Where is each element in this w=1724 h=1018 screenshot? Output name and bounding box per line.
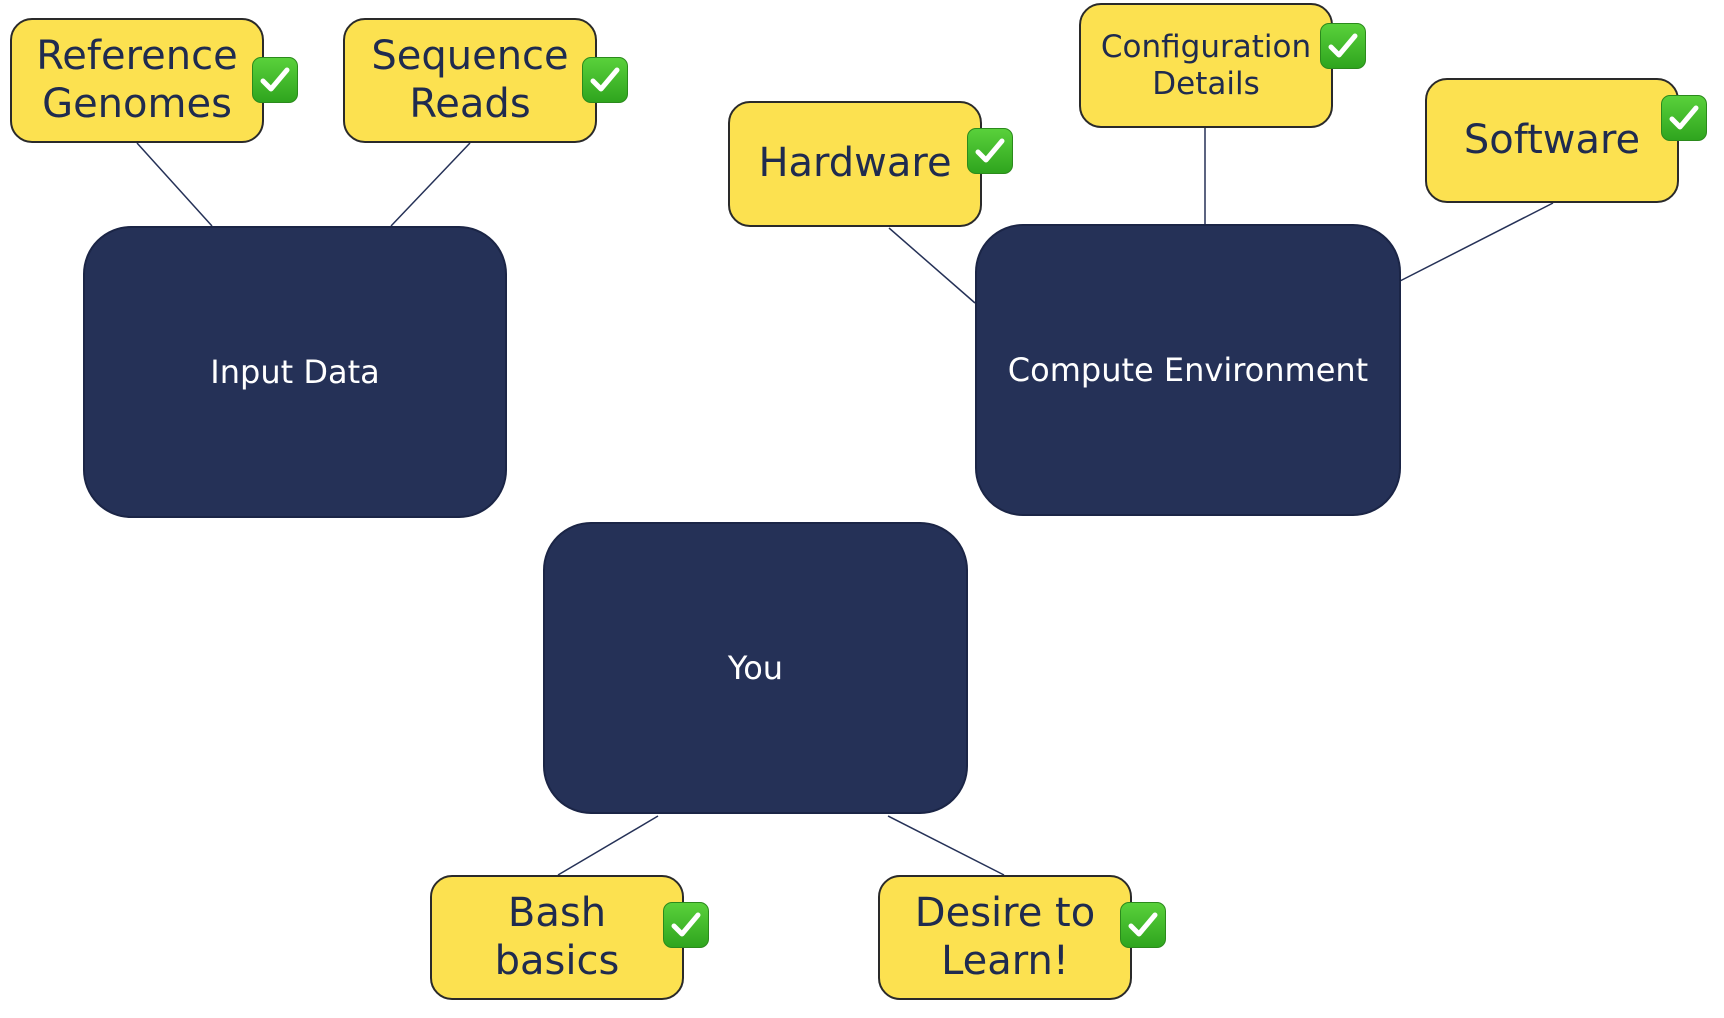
connector-sequence-reads bbox=[390, 142, 471, 227]
desire-to-learn-label: Desire to Learn! bbox=[914, 890, 1096, 984]
input-data-box: Input Data bbox=[83, 226, 507, 518]
check-mark-icon bbox=[252, 57, 298, 103]
compute-environment-box: Compute Environment bbox=[975, 224, 1401, 516]
software-label: Software bbox=[1463, 116, 1641, 163]
input-data-label: Input Data bbox=[210, 353, 380, 391]
configuration-details-box: Configuration Details bbox=[1079, 3, 1333, 128]
desire-to-learn-box: Desire to Learn! bbox=[878, 875, 1132, 1000]
connector-hardware bbox=[888, 227, 976, 304]
check-mark-icon bbox=[1661, 95, 1707, 141]
software-box: Software bbox=[1425, 78, 1679, 203]
connector-software bbox=[1399, 202, 1554, 282]
hardware-box: Hardware bbox=[728, 101, 982, 227]
bash-basics-label: Bash basics bbox=[494, 890, 620, 984]
reference-genomes-label: Reference Genomes bbox=[36, 33, 238, 127]
connector-reference-genomes bbox=[136, 142, 213, 227]
you-label: You bbox=[727, 649, 784, 687]
you-box: You bbox=[543, 522, 968, 814]
hardware-label: Hardware bbox=[758, 140, 952, 187]
sequence-reads-box: Sequence Reads bbox=[343, 18, 597, 143]
check-mark-icon bbox=[967, 128, 1013, 174]
check-mark-icon bbox=[1320, 23, 1366, 69]
reference-genomes-box: Reference Genomes bbox=[10, 18, 264, 143]
compute-environment-label: Compute Environment bbox=[1007, 351, 1369, 389]
connector-desire-to-learn bbox=[887, 815, 1005, 876]
connector-bash-basics bbox=[557, 815, 659, 876]
check-mark-icon bbox=[582, 57, 628, 103]
sequence-reads-label: Sequence Reads bbox=[371, 33, 569, 127]
configuration-details-label: Configuration Details bbox=[1100, 28, 1312, 102]
bash-basics-box: Bash basics bbox=[430, 875, 684, 1000]
check-mark-icon bbox=[1120, 902, 1166, 948]
check-mark-icon bbox=[663, 902, 709, 948]
